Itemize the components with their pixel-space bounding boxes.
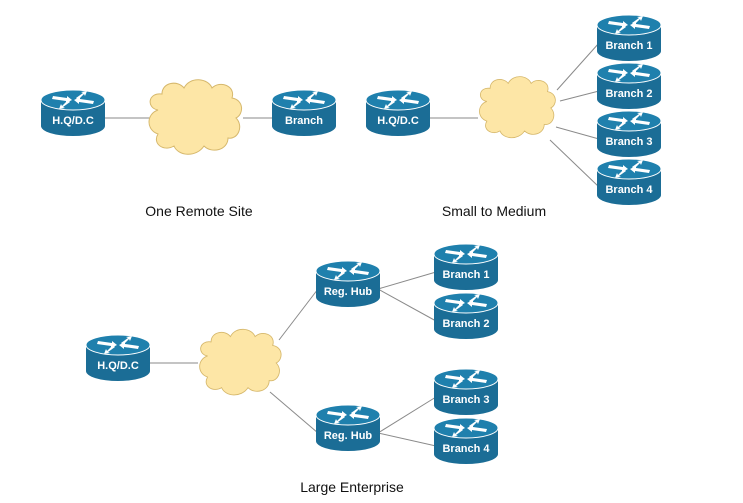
router-label: Branch 3 [605, 136, 652, 148]
link-cloud-b3 [555, 126, 600, 140]
router-label: Reg. Hub [324, 286, 373, 298]
link-cloud-hub2 [269, 391, 319, 434]
router-label: Branch 2 [442, 318, 489, 330]
router-b4: Branch 4 [596, 158, 662, 205]
router-arrows-icon [445, 245, 487, 263]
router-arrows-icon [327, 262, 369, 280]
router-b1: Branch 1 [596, 14, 662, 61]
wan-cloud-icon [199, 328, 282, 396]
router-top [433, 417, 499, 439]
router-arrows-icon [608, 16, 650, 34]
link-hub2-b4 [377, 432, 437, 447]
router-arrows-icon [97, 336, 139, 354]
router-b3: Branch 3 [433, 368, 499, 415]
router-label: H.Q/D.C [97, 360, 139, 372]
router-arrows-icon [52, 91, 94, 109]
router-hq: H.Q/D.C [365, 89, 431, 136]
router-hub2: Reg. Hub [315, 404, 381, 451]
router-label: Branch 1 [605, 40, 652, 52]
router-branch: Branch [271, 89, 337, 136]
router-arrows-icon [445, 370, 487, 388]
router-b3: Branch 3 [596, 110, 662, 157]
router-label: H.Q/D.C [377, 115, 419, 127]
router-arrows-icon [608, 64, 650, 82]
router-hq: H.Q/D.C [85, 334, 151, 381]
router-top [315, 404, 381, 426]
router-top [433, 368, 499, 390]
router-b4: Branch 4 [433, 417, 499, 464]
diagram-caption: Large Enterprise [300, 479, 404, 495]
router-top [596, 14, 662, 36]
wan-cloud-icon [148, 79, 242, 155]
router-top [433, 292, 499, 314]
router-top [365, 89, 431, 111]
router-hq: H.Q/D.C [40, 89, 106, 136]
router-label: Branch 4 [442, 443, 490, 455]
wan-cloud-icon [479, 76, 556, 139]
router-top [40, 89, 106, 111]
small-to-medium-diagram: H.Q/D.C Branch 1 Branch 2 Branch 3 Branch 4 [365, 14, 662, 205]
router-label: Branch [285, 115, 323, 127]
router-arrows-icon [608, 112, 650, 130]
router-label: H.Q/D.C [52, 115, 94, 127]
router-b2: Branch 2 [433, 292, 499, 339]
router-arrows-icon [327, 406, 369, 424]
router-top [85, 334, 151, 356]
router-arrows-icon [445, 294, 487, 312]
link-hub2-b3 [377, 396, 437, 434]
router-label: Branch 4 [605, 184, 653, 196]
router-arrows-icon [445, 419, 487, 437]
link-cloud-b1 [556, 42, 600, 91]
router-b2: Branch 2 [596, 62, 662, 109]
router-label: Reg. Hub [324, 430, 373, 442]
diagram-caption: One Remote Site [145, 203, 253, 219]
link-cloud-b2 [559, 90, 600, 102]
one-remote-site-diagram: H.Q/D.C Branch [40, 79, 337, 155]
router-hub1: Reg. Hub [315, 260, 381, 307]
router-top [433, 243, 499, 265]
router-arrows-icon [283, 91, 325, 109]
link-cloud-b4 [549, 139, 600, 188]
link-cloud-hub1 [278, 288, 319, 341]
router-b1: Branch 1 [433, 243, 499, 290]
link-hub1-b1 [377, 271, 437, 290]
router-arrows-icon [608, 160, 650, 178]
router-label: Branch 3 [442, 394, 489, 406]
router-top [271, 89, 337, 111]
diagram-caption: Small to Medium [442, 203, 546, 219]
router-label: Branch 1 [442, 269, 489, 281]
link-hub1-b2 [377, 288, 437, 322]
router-label: Branch 2 [605, 88, 652, 100]
router-top [596, 158, 662, 180]
router-top [596, 62, 662, 84]
router-top [596, 110, 662, 132]
router-top [315, 260, 381, 282]
router-arrows-icon [377, 91, 419, 109]
